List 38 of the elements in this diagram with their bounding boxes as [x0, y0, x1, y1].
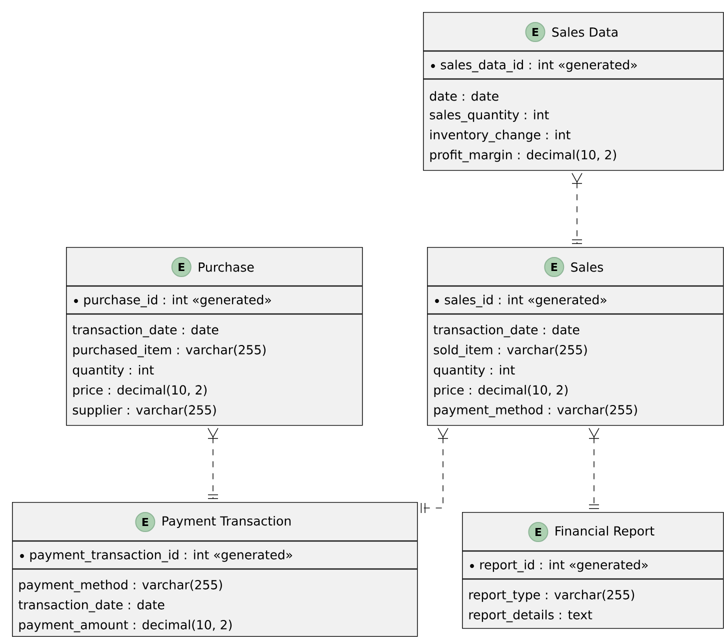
attribute: date : date: [430, 91, 498, 101]
key-field: sales_data_id : int «generated»: [431, 60, 637, 72]
entity-title: Payment Transaction: [162, 516, 291, 528]
entity-box: [12, 502, 418, 637]
attribute: quantity : int: [434, 364, 515, 378]
entity-title: Sales Data: [552, 27, 618, 37]
relationship-line: [588, 428, 600, 509]
attribute: profit_margin : decimal(10, 2): [430, 150, 616, 162]
attribute: report_type : varchar(255): [469, 590, 634, 602]
key-field: payment_transaction_id : int «generated»: [20, 550, 292, 562]
attribute: price : decimal(10, 2): [434, 384, 568, 398]
entity-title: Financial Report: [556, 526, 654, 538]
attribute: transaction_date : date: [434, 324, 580, 338]
attribute: quantity : int: [72, 364, 154, 378]
attribute: supplier : varchar(255): [72, 404, 216, 418]
attribute: transaction_date : date: [72, 324, 218, 338]
key-field: purchase_id : int «generated»: [74, 294, 271, 308]
relationship-line: [420, 428, 448, 514]
attribute: purchased_item : varchar(255): [73, 344, 266, 358]
entity-box: [423, 12, 724, 171]
entity-title: Purchase: [198, 262, 254, 272]
key-field: sales_id : int «generated»: [435, 294, 606, 308]
relationship-line: [572, 172, 582, 244]
attribute: inventory_change : int: [430, 130, 570, 142]
attribute: sold_item : varchar(255): [434, 344, 587, 358]
attribute: report_details : text: [469, 610, 592, 622]
entity-box: [427, 247, 724, 426]
relationship-line: [208, 428, 218, 499]
attribute: payment_amount : decimal(10, 2): [19, 620, 232, 632]
attribute: transaction_date : date: [18, 600, 164, 612]
key-field: report_id : int «generated»: [470, 560, 648, 572]
attribute: sales_quantity : int: [430, 110, 549, 122]
entity-box: [66, 247, 363, 426]
attribute: price : decimal(10, 2): [73, 384, 207, 398]
entity-title: Sales: [571, 262, 604, 272]
attribute: payment_method : varchar(255): [434, 404, 637, 418]
entity-box: [462, 512, 724, 629]
attribute: payment_method : varchar(255): [19, 580, 222, 592]
